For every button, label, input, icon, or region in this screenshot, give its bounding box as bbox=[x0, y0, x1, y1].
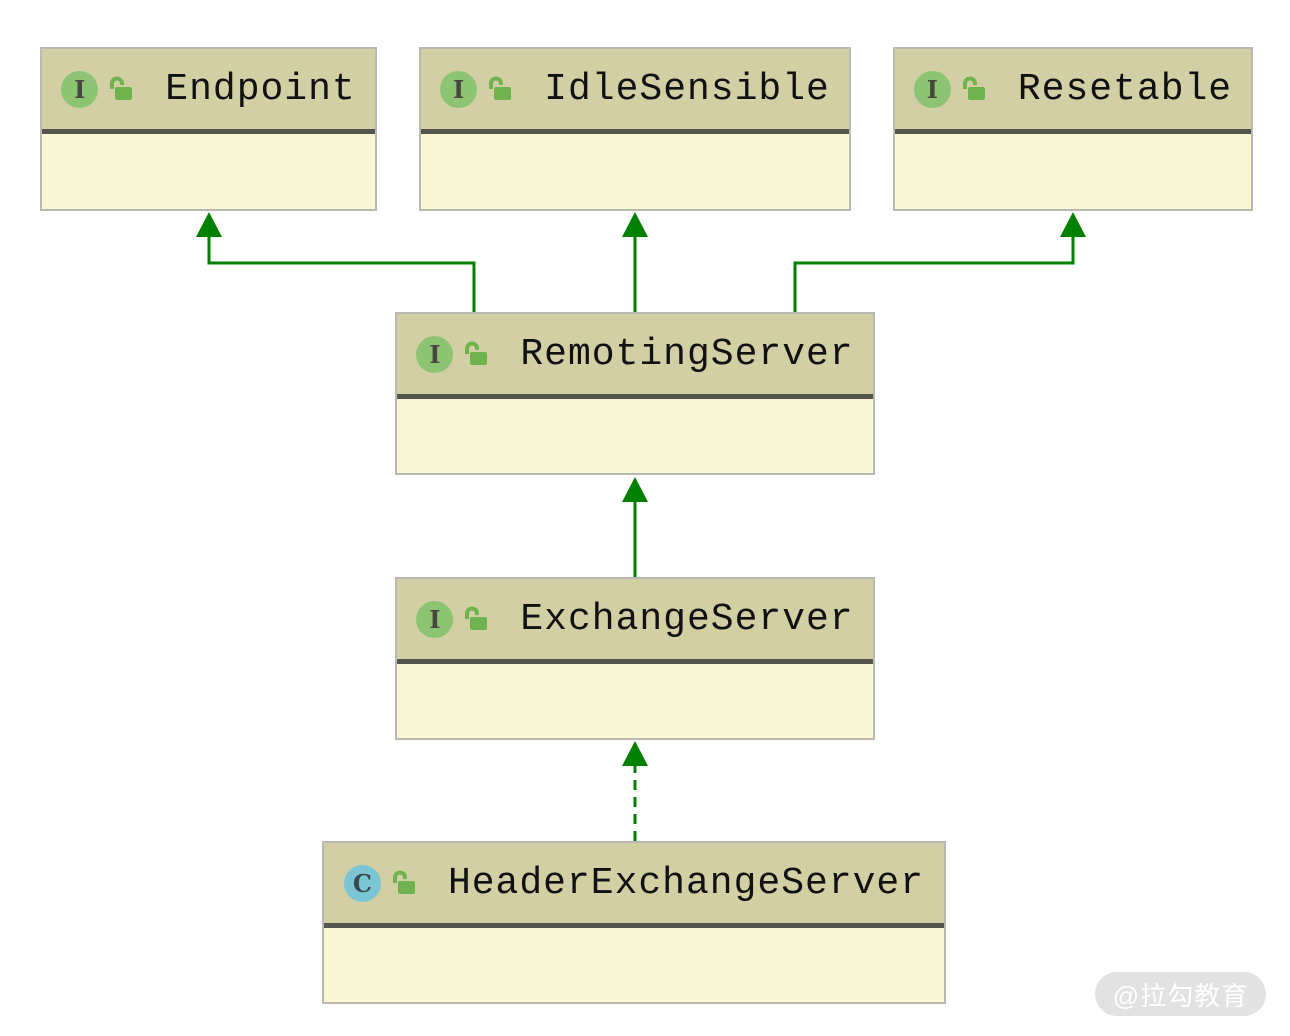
edge-remotingserver-idlesensible-arrowhead-icon bbox=[622, 212, 648, 237]
interface-badge-icon: I bbox=[61, 70, 99, 108]
node-members-section bbox=[397, 664, 873, 738]
class-node-endpoint[interactable]: I Endpoint bbox=[40, 47, 377, 211]
node-members-section bbox=[324, 928, 944, 1002]
class-node-remotingserver[interactable]: I RemotingServer bbox=[395, 312, 875, 475]
node-name: IdleSensible bbox=[544, 67, 830, 111]
class-badge-icon: C bbox=[343, 864, 381, 902]
node-name: Endpoint bbox=[165, 67, 356, 111]
edge-headerexchangeserver-exchangeserver-arrowhead-icon bbox=[622, 741, 648, 766]
class-node-resetable[interactable]: I Resetable bbox=[893, 47, 1253, 211]
public-lock-icon bbox=[391, 869, 418, 897]
node-name: RemotingServer bbox=[520, 332, 854, 376]
edge-remotingserver-resetable-arrowhead-icon bbox=[1060, 212, 1086, 237]
node-members-section bbox=[42, 134, 375, 209]
public-lock-icon bbox=[463, 605, 490, 633]
edge-remotingserver-endpoint-arrowhead-icon bbox=[196, 212, 222, 237]
node-header: I Endpoint bbox=[42, 49, 375, 134]
interface-badge-icon: I bbox=[416, 335, 454, 373]
interface-badge-icon: I bbox=[440, 70, 478, 108]
class-node-idlesensible[interactable]: I IdleSensible bbox=[419, 47, 851, 211]
interface-badge-icon: I bbox=[913, 70, 951, 108]
watermark-badge: @拉勾教育 bbox=[1095, 972, 1266, 1016]
edge-remotingserver-resetable-line bbox=[793, 234, 1075, 312]
interface-badge-icon: I bbox=[416, 600, 454, 638]
node-header: C HeaderExchangeServer bbox=[324, 843, 944, 928]
node-name: Resetable bbox=[1017, 67, 1233, 111]
class-node-exchangeserver[interactable]: I ExchangeServer bbox=[395, 577, 875, 740]
node-members-section bbox=[421, 134, 849, 209]
node-members-section bbox=[397, 399, 873, 473]
public-lock-icon bbox=[487, 75, 514, 103]
node-members-section bbox=[895, 134, 1251, 209]
node-header: I RemotingServer bbox=[397, 314, 873, 399]
node-header: I Resetable bbox=[895, 49, 1251, 134]
public-lock-icon bbox=[108, 75, 135, 103]
public-lock-icon bbox=[463, 340, 490, 368]
edge-exchangeserver-remotingserver-arrowhead-icon bbox=[622, 477, 648, 502]
edge-remotingserver-endpoint-line bbox=[207, 234, 476, 312]
node-name: ExchangeServer bbox=[520, 597, 854, 641]
class-node-headerexchangeserver[interactable]: C HeaderExchangeServer bbox=[322, 841, 946, 1004]
node-header: I IdleSensible bbox=[421, 49, 849, 134]
node-name: HeaderExchangeServer bbox=[447, 861, 925, 905]
public-lock-icon bbox=[961, 75, 988, 103]
node-header: I ExchangeServer bbox=[397, 579, 873, 664]
